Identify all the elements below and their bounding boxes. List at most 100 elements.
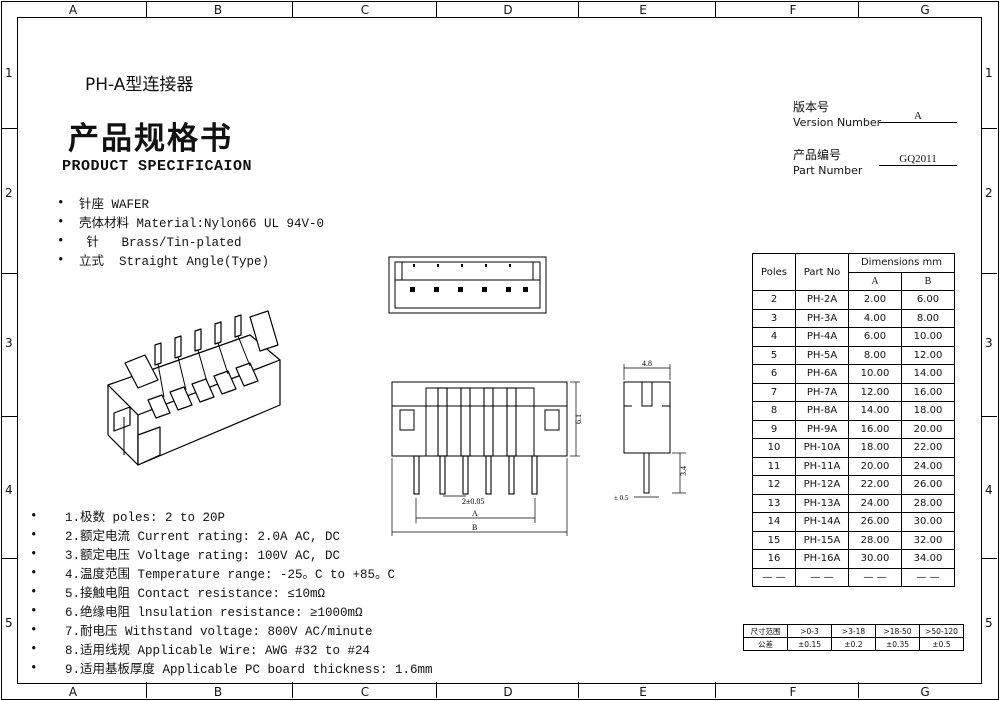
table-cell: PH-16A xyxy=(795,549,849,569)
row-label: 1 xyxy=(985,66,993,80)
table-cell: 22.00 xyxy=(848,475,902,495)
table-cell: 2 xyxy=(752,290,796,310)
table-cell: >50-120 xyxy=(919,624,964,638)
table-cell: 16.00 xyxy=(901,382,955,402)
series-title: PH-A型连接器 xyxy=(85,75,194,95)
table-cell: ±0.5 xyxy=(919,637,964,651)
row-label: 2 xyxy=(5,186,13,200)
table-cell: PH-15A xyxy=(795,530,849,550)
table-cell: 4.00 xyxy=(848,308,902,328)
table-cell: 8.00 xyxy=(901,308,955,328)
table-cell: 20.00 xyxy=(848,456,902,476)
dim-a: A xyxy=(472,509,478,518)
row-label: 3 xyxy=(5,336,13,350)
column-label: C xyxy=(360,685,370,699)
list-item: •4.温度范围 Temperature range: -25。C to +85。… xyxy=(30,565,396,583)
table-cell: 14 xyxy=(752,512,796,532)
table-cell: 22.00 xyxy=(901,438,955,458)
column-label: G xyxy=(920,685,930,699)
table-cell: 14.00 xyxy=(901,364,955,384)
table-cell: 28.00 xyxy=(901,493,955,513)
row-label: 2 xyxy=(985,186,993,200)
table-cell: 30.00 xyxy=(901,512,955,532)
table-cell: 7 xyxy=(752,382,796,402)
table-cell: 16 xyxy=(752,549,796,569)
column-label: C xyxy=(360,3,370,17)
tolerance-table: 尺寸范围 >0-3 >3-18 >18-50 >50-120 公差 ±0.15 … xyxy=(743,624,964,651)
table-cell: 12.00 xyxy=(901,345,955,365)
table-cell: 14.00 xyxy=(848,401,902,421)
column-label: E xyxy=(639,3,647,17)
side-view-drawing: 4.8 3.4 ± 0.5 xyxy=(614,360,688,502)
table-cell: 8.00 xyxy=(848,345,902,365)
table-cell: 尺寸范围 xyxy=(743,624,788,638)
row-label: 4 xyxy=(5,483,13,497)
table-cell: 30.00 xyxy=(848,549,902,569)
table-cell: 9 xyxy=(752,419,796,439)
list-item: •2.额定电流 Current rating: 2.0A AC, DC xyxy=(30,527,341,545)
version-value: A xyxy=(879,110,957,123)
version-block: 版本号 Version Number A 产品编号 Part Number GQ… xyxy=(793,98,963,177)
table-cell: PH-7A xyxy=(795,382,849,402)
column-label: B xyxy=(213,685,223,699)
part-label-en: Part Number xyxy=(793,164,863,177)
list-item: •6.绝缘电阻 lnsulation resistance: ≥1000mΩ xyxy=(30,603,363,621)
table-cell: 11 xyxy=(752,456,796,476)
column-label: A xyxy=(68,685,78,699)
table-cell: ±0.15 xyxy=(787,637,832,651)
header-poles: Poles xyxy=(752,253,796,291)
table-cell: PH-11A xyxy=(795,456,849,476)
part-label-cn: 产品编号 xyxy=(793,148,842,162)
table-cell: PH-4A xyxy=(795,327,849,347)
table-cell: 12.00 xyxy=(848,382,902,402)
table-cell: PH-12A xyxy=(795,475,849,495)
tolerance-range-row: 尺寸范围 >0-3 >3-18 >18-50 >50-120 xyxy=(743,624,964,638)
table-cell: PH-10A xyxy=(795,438,849,458)
table-cell: 10 xyxy=(752,438,796,458)
table-cell: ±0.2 xyxy=(831,637,876,651)
table-cell: PH-5A xyxy=(795,345,849,365)
version-label-en: Version Number xyxy=(793,116,882,129)
table-cell: 24.00 xyxy=(848,493,902,513)
column-label: F xyxy=(789,3,797,17)
table-cell: 2.00 xyxy=(848,290,902,310)
table-cell: PH-9A xyxy=(795,419,849,439)
table-cell: 32.00 xyxy=(901,530,955,550)
table-cell: 28.00 xyxy=(848,530,902,550)
table-cell: 18.00 xyxy=(901,401,955,421)
dim-height: 6.1 xyxy=(574,414,583,424)
list-item: •9.适用基板厚度 Applicable PC board thickness:… xyxy=(30,660,433,678)
column-label: B xyxy=(213,3,223,17)
row-label: 3 xyxy=(985,336,993,350)
header-part-no: Part No xyxy=(795,253,849,291)
header-b: B xyxy=(901,271,955,291)
table-cell: 34.00 xyxy=(901,549,955,569)
table-cell: 6 xyxy=(752,364,796,384)
list-item: •5.接触电阻 Contact resistance: ≤10mΩ xyxy=(30,584,326,602)
table-cell: 15 xyxy=(752,530,796,550)
table-cell: >18-50 xyxy=(875,624,920,638)
table-cell: — — xyxy=(848,567,902,587)
version-label-cn: 版本号 xyxy=(793,100,830,114)
column-label: D xyxy=(503,685,513,699)
row-labels-left: 1 2 3 4 5 xyxy=(1,18,17,682)
table-cell: 16.00 xyxy=(848,419,902,439)
column-labels-bottom: A B C D E F G xyxy=(18,682,980,700)
table-cell: — — xyxy=(752,567,796,587)
header-a: A xyxy=(848,271,902,291)
list-item: •针座 WAFER xyxy=(57,195,150,213)
table-cell: 10.00 xyxy=(901,327,955,347)
